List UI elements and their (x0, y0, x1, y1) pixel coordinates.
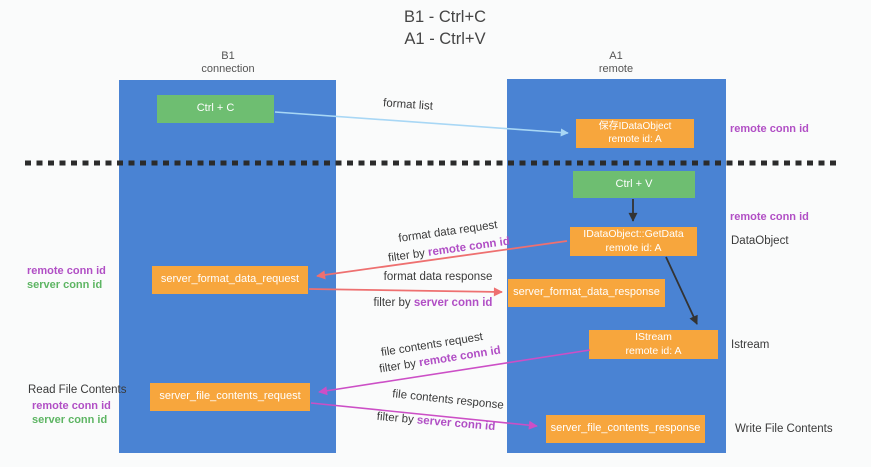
node-save-idataobject-line2: remote id: A (608, 133, 662, 145)
title-line-1: B1 - Ctrl+C (403, 8, 487, 26)
node-getdata-line1: IDataObject::GetData (583, 228, 684, 241)
node-istream-line2: remote id: A (625, 344, 682, 357)
node-file-response-label: server_file_contents_response (550, 422, 701, 435)
edge-label-filter-server-1: filter by server conn id (374, 297, 493, 309)
node-ctrl-v: Ctrl + V (573, 171, 695, 198)
lane-b1-name: B1 (221, 50, 235, 62)
lane-b1-subtitle: connection (201, 63, 255, 75)
filter-by-text: filter by (387, 247, 426, 265)
left-remote-conn-id-1: remote conn id (27, 265, 106, 277)
node-server-format-data-request: server_format_data_request (152, 266, 308, 294)
node-ctrl-c: Ctrl + C (157, 95, 274, 123)
diagram-title: B1 - Ctrl+C A1 - Ctrl+V (300, 6, 590, 50)
node-ctrl-c-label: Ctrl + C (196, 102, 235, 115)
node-format-response-label: server_format_data_response (513, 286, 660, 299)
node-file-request-label: server_file_contents_request (159, 390, 301, 403)
lane-header-b1: B1 connection (128, 50, 328, 76)
edge-label-format-list: format list (382, 97, 434, 113)
lane-a1-name: A1 (609, 50, 623, 62)
node-server-format-data-response: server_format_data_response (508, 279, 665, 307)
right-remote-conn-id-mid: remote conn id (730, 211, 809, 223)
node-format-request-label: server_format_data_request (160, 273, 300, 286)
right-istream-label: Istream (731, 339, 770, 351)
node-istream: IStream remote id: A (589, 330, 718, 359)
title-line-2: A1 - Ctrl+V (404, 30, 486, 48)
right-write-file-contents: Write File Contents (735, 423, 833, 435)
node-server-file-contents-request: server_file_contents_request (150, 383, 310, 411)
left-remote-conn-id-2: remote conn id (32, 400, 111, 412)
arrow-format-data-response (308, 287, 503, 297)
lane-header-a1: A1 remote (516, 50, 716, 76)
node-idataobject-getdata: IDataObject::GetData remote id: A (570, 227, 697, 256)
edge-label-format-data-response: format data response (383, 271, 493, 283)
filter-by-text: filter by (378, 357, 417, 376)
filter-by-text: filter by (373, 297, 411, 309)
server-conn-id-text: server conn id (416, 414, 496, 434)
node-save-idataobject: 保存IDataObject remote id: A (576, 119, 694, 148)
left-server-conn-id-1: server conn id (27, 279, 103, 291)
edge-label-file-contents-response: file contents response (391, 388, 505, 412)
node-ctrl-v-label: Ctrl + V (615, 177, 653, 190)
filter-by-text: filter by (376, 410, 415, 427)
right-dataobject-label: DataObject (731, 235, 789, 247)
left-read-file-contents: Read File Contents (28, 384, 127, 396)
node-server-file-contents-response: server_file_contents_response (546, 415, 705, 443)
node-getdata-line2: remote id: A (605, 241, 662, 254)
lane-a1-subtitle: remote (598, 63, 634, 75)
server-conn-id-text: server conn id (413, 297, 493, 309)
edge-label-filter-server-2: filter by server conn id (376, 411, 495, 433)
right-remote-conn-id-top: remote conn id (730, 123, 809, 135)
node-istream-line1: IStream (635, 331, 672, 344)
node-save-idataobject-line1: 保存IDataObject (598, 121, 672, 132)
left-server-conn-id-2: server conn id (32, 414, 108, 426)
